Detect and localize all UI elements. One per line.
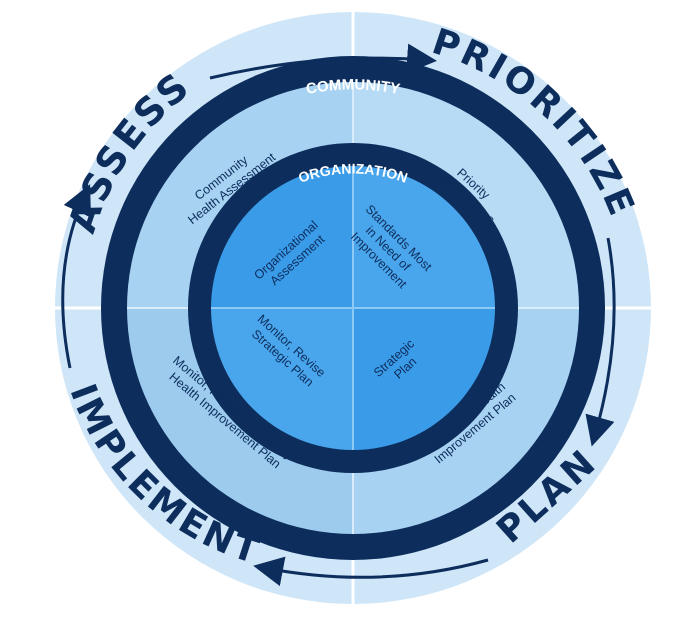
cycle-arrows <box>61 43 616 587</box>
org-quadrant-top-left <box>211 166 353 308</box>
arrow-plan-to-implement <box>253 556 489 587</box>
community-ring-label: COMMUNITY <box>305 76 402 98</box>
organization-quadrants <box>211 166 495 450</box>
org-quadrant-bottom-left <box>211 308 353 450</box>
org-quadrant-bottom-right <box>353 308 495 450</box>
org-quadrant-top-right <box>353 166 495 308</box>
arrow-prioritize-to-plan <box>585 237 616 447</box>
arrow-assess-to-prioritize <box>209 43 437 80</box>
arrow-implement-to-assess <box>61 184 91 369</box>
